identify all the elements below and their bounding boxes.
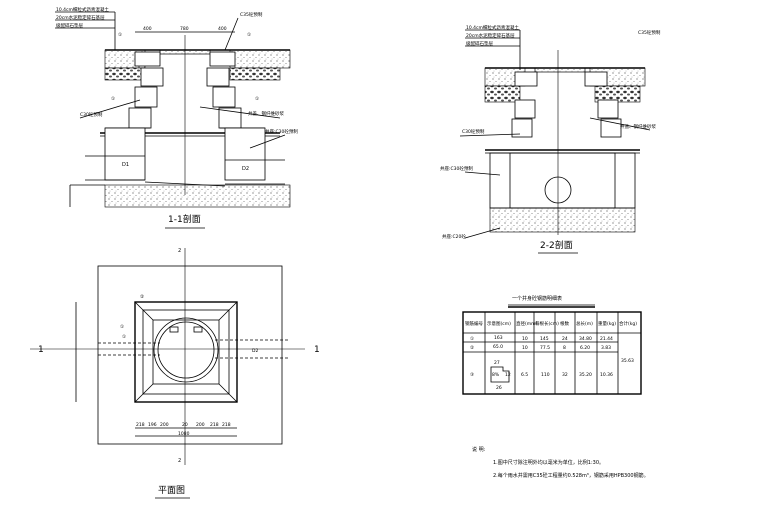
label-base: 20cm水泥稳定碎石基层 bbox=[56, 14, 105, 21]
notes-heading: 说 明: bbox=[472, 446, 486, 453]
cell: ① bbox=[470, 336, 474, 342]
dim: 400 bbox=[143, 26, 152, 32]
notes: 说 明: 1.图中尺寸除注明外均以毫米为单位，比例1:30。 2.每个雨水井需用… bbox=[472, 446, 649, 479]
label-c30: C30砼预制 bbox=[80, 111, 103, 118]
header-cell: 总长(m) bbox=[576, 320, 593, 327]
label-asphalt: 10.4cm细粒式沥青混凝土 bbox=[56, 6, 109, 13]
cell: 65.0 bbox=[493, 344, 503, 350]
cell: 3.83 bbox=[601, 345, 611, 351]
cell: ② bbox=[470, 345, 474, 351]
cell: 8 bbox=[563, 345, 566, 351]
note-item: 2.每个雨水井需用C35砼工程量约0.528m³，钢筋采用HPB300钢筋。 bbox=[493, 472, 649, 479]
table-row: ① 163 10 145 24 34.80 21.44 bbox=[470, 335, 613, 342]
table-row: ③ 27 12 8% 26 6.5 110 32 35.20 10.36 bbox=[470, 360, 613, 391]
cell: 163 bbox=[494, 335, 503, 341]
label-c35: C35砼预制 bbox=[240, 11, 263, 18]
header-cell: 合计(kg) bbox=[619, 320, 637, 327]
cell: 10 bbox=[522, 336, 528, 342]
header-cell: 直径(mm) bbox=[516, 320, 538, 327]
cell: 26 bbox=[496, 385, 502, 391]
plan-view: D2 1 1 2 2 ② ① ① 218 196 200 20 200 218 … bbox=[30, 248, 320, 499]
cell: 6.5 bbox=[521, 372, 528, 378]
dim: 200 bbox=[160, 422, 169, 428]
section-2-2: 10.4cm细粒式沥青混凝土 20cm水泥稳定碎石基层 级配碎石垫层 C35砼预… bbox=[440, 24, 661, 254]
cell: 32 bbox=[562, 372, 568, 378]
label-cover-mortar: 井盖、钢纤维砂浆 bbox=[248, 110, 284, 117]
dim: 218 bbox=[210, 422, 219, 428]
table-title: 一个井身砼钢筋明细表 bbox=[512, 295, 562, 302]
cell: 10.36 bbox=[600, 372, 613, 378]
cell: 77.5 bbox=[540, 345, 550, 351]
dim: 780 bbox=[180, 26, 189, 32]
header-cell: 示意图(cm) bbox=[487, 320, 511, 327]
cell: 27 bbox=[494, 360, 500, 366]
cell: 35.20 bbox=[579, 372, 592, 378]
marker: ① bbox=[120, 324, 124, 330]
marker: ① bbox=[122, 334, 126, 340]
marker: ① bbox=[247, 32, 251, 38]
table-row: ② 65.0 10 77.5 8 6.20 3.83 bbox=[470, 344, 611, 351]
label-seat: 井座:C30砼预制 bbox=[440, 165, 473, 172]
label-seat: 井座:C30砼预制 bbox=[265, 128, 298, 135]
pipe-label-d2: D2 bbox=[242, 166, 249, 172]
section-mark-1-right: 1 bbox=[314, 345, 320, 355]
header-cell: 重量(kg) bbox=[598, 320, 616, 327]
cell: 12 bbox=[505, 372, 511, 378]
rebar-table: 一个井身砼钢筋明细表 钢筋编号 示意图(cm) 直径(mm) 每根长(cm) 根… bbox=[462, 295, 642, 395]
label-cushion: 级配碎石垫层 bbox=[56, 22, 83, 29]
section-1-1-title: 1-1剖面 bbox=[168, 213, 201, 225]
section-2-2-title: 2-2剖面 bbox=[540, 239, 573, 251]
cell: 10 bbox=[522, 345, 528, 351]
label-cushion: 级配碎石垫层 bbox=[466, 40, 493, 47]
dim: 200 bbox=[196, 422, 205, 428]
dim: 218 bbox=[222, 422, 231, 428]
dim: 196 bbox=[148, 422, 157, 428]
section-mark-2-bottom: 2 bbox=[178, 458, 181, 464]
header-cell: 钢筋编号 bbox=[465, 320, 483, 327]
header-cell: 根数 bbox=[560, 320, 569, 327]
label-asphalt: 10.4cm细粒式沥青混凝土 bbox=[466, 24, 519, 31]
header-cell: 每根长(cm) bbox=[535, 320, 559, 327]
cell: 24 bbox=[562, 336, 568, 342]
sum-cell: 35.63 bbox=[621, 358, 634, 364]
rebar-sketch bbox=[490, 366, 510, 383]
table-header: 钢筋编号 示意图(cm) 直径(mm) 每根长(cm) 根数 总长(m) 重量(… bbox=[465, 320, 637, 327]
cell: 34.80 bbox=[579, 336, 592, 342]
pipe-label-d2: D2 bbox=[252, 348, 258, 354]
note-item: 1.图中尺寸除注明外均以毫米为单位，比例1:30。 bbox=[493, 459, 604, 466]
marker: ① bbox=[111, 96, 115, 102]
dim: 20 bbox=[182, 422, 188, 428]
marker: ① bbox=[118, 32, 122, 38]
plan-title: 平面图 bbox=[158, 485, 185, 496]
cell: 110 bbox=[541, 372, 550, 378]
label-cover-mortar: 井盖、钢纤维砂浆 bbox=[620, 123, 656, 130]
section-1-1: 10.4cm细粒式沥青混凝土 20cm水泥稳定碎石基层 级配碎石垫层 C35砼预… bbox=[55, 6, 298, 229]
section-mark-2-top: 2 bbox=[178, 248, 181, 254]
label-c30: C30砼预制 bbox=[462, 128, 485, 135]
cell: 145 bbox=[540, 336, 549, 342]
cell: 8% bbox=[492, 372, 500, 378]
cell: 21.44 bbox=[600, 336, 613, 342]
cell: 6.20 bbox=[580, 345, 590, 351]
marker: ② bbox=[140, 294, 144, 300]
bottom-dims: 218 196 200 20 200 218 218 1080 bbox=[136, 422, 231, 437]
label-base: 20cm水泥稳定碎石基层 bbox=[466, 32, 515, 39]
dim-total: 1080 bbox=[178, 431, 190, 437]
dim: 218 bbox=[136, 422, 145, 428]
label-foundation: 井座:C20砼 bbox=[442, 233, 466, 240]
marker: ① bbox=[255, 96, 259, 102]
section-mark-1-left: 1 bbox=[38, 345, 44, 355]
cell: ③ bbox=[470, 372, 474, 378]
dim: 400 bbox=[218, 26, 227, 32]
label-c35: C35砼预制 bbox=[638, 29, 661, 36]
pipe-label-d1: D1 bbox=[122, 162, 129, 168]
